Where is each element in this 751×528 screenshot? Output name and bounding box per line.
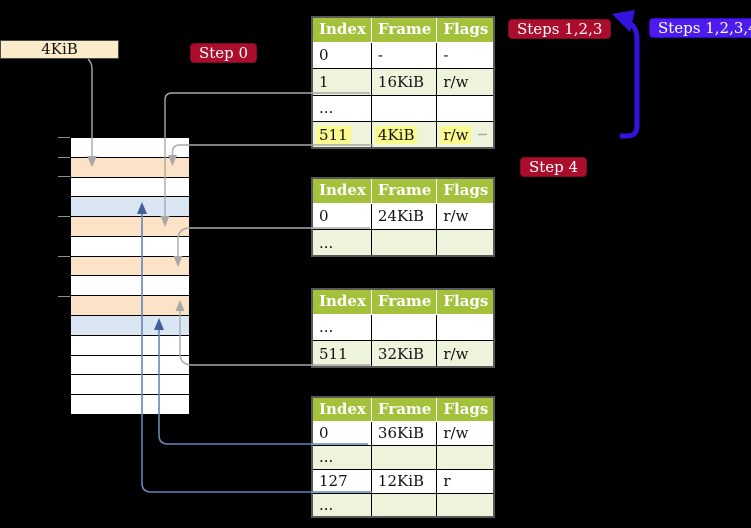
cell-flags (436, 492, 495, 518)
cell-frame: 12KiB (370, 468, 438, 494)
col-header-index: Index (311, 177, 372, 204)
cell-flags: - (436, 41, 495, 69)
highlighted-value: r/w (440, 125, 472, 144)
highlighted-value: 4KiB (374, 125, 418, 144)
table-row: ... (311, 444, 495, 470)
cell-flags: r/w (436, 340, 495, 368)
cell-frame (370, 444, 438, 470)
cell-frame: - (370, 41, 438, 69)
table-header-row: Index Frame Flags (311, 177, 495, 204)
step0-badge: Step 0 (190, 43, 258, 63)
col-header-index: Index (311, 396, 372, 422)
cell-index: ... (311, 313, 372, 341)
table-header-row: Index Frame Flags (311, 288, 495, 315)
cell-flags: r/w (436, 420, 495, 446)
memory-row-12-free (71, 375, 189, 396)
memory-row-9-page (71, 316, 189, 336)
memory-tick (58, 137, 70, 138)
cell-index: 1 (311, 68, 372, 96)
cell-flags (436, 444, 495, 470)
cell-index: 0 (311, 202, 372, 230)
page-table-level1: Index Frame Flags 0 36KiB r/w ... 127 12… (311, 396, 496, 518)
memory-tick (58, 157, 70, 158)
cell-flags (436, 94, 495, 122)
cell-flags: r/w (436, 202, 495, 230)
table-row: 1 16KiB r/w (311, 68, 495, 96)
memory-row-10-free (71, 335, 189, 356)
cell-frame (370, 492, 438, 518)
table-row: 127 12KiB r (311, 468, 495, 494)
cell-index: 0 (311, 41, 372, 69)
memory-row-13-free (71, 395, 189, 414)
memory-row-7-free (71, 276, 189, 297)
arrowhead-up-left (612, 10, 635, 32)
table-row: ... (311, 229, 495, 257)
cell-frame (370, 313, 438, 341)
cell-index: 511 (311, 340, 372, 368)
cell-flags (436, 229, 495, 257)
memory-row-4-table (71, 217, 189, 237)
memory-row-1-table (71, 157, 189, 178)
memory-row-5-free (71, 236, 189, 257)
table-row: ... (311, 313, 495, 341)
table-row: ... (311, 492, 495, 518)
cell-index: 127 (311, 468, 372, 494)
memory-tick (58, 176, 70, 177)
cell-frame: 32KiB (370, 340, 438, 368)
cell-index: ... (311, 444, 372, 470)
col-header-frame: Frame (370, 16, 438, 43)
table-address-label: 4KiB (0, 40, 119, 59)
table-row: 511 32KiB r/w (311, 340, 495, 368)
memory-tick (58, 216, 70, 217)
memory-row-11-free (71, 355, 189, 376)
cell-index: ... (311, 94, 372, 122)
table-header-row: Index Frame Flags (311, 16, 495, 43)
memory-tick (58, 296, 70, 297)
memory-row-0-free (71, 138, 189, 158)
cell-frame: 36KiB (370, 420, 438, 446)
col-header-index: Index (311, 16, 372, 43)
table-header-row: Index Frame Flags (311, 396, 495, 422)
col-header-flags: Flags (436, 396, 495, 422)
memory-row-2-free (71, 177, 189, 198)
recursive-loop-arrow (620, 20, 640, 139)
memory-row-3-page (71, 197, 189, 218)
steps123-badge: Steps 1,2,3 (508, 19, 612, 39)
page-table-level4: Index Frame Flags 0 - - 1 16KiB r/w ... … (311, 16, 496, 149)
memory-tick (58, 256, 70, 257)
cell-frame (370, 94, 438, 122)
page-table-level3: Index Frame Flags 0 24KiB r/w ... (311, 177, 496, 257)
table-row-recursive-entry: 511 4KiB r/w (311, 121, 495, 149)
step4-badge: Step 4 (520, 157, 588, 177)
cell-index: 0 (311, 420, 372, 446)
cell-flags: r/w (436, 68, 495, 96)
table-row: 0 36KiB r/w (311, 420, 495, 446)
memory-row-6-table (71, 256, 189, 277)
cell-flags (436, 313, 495, 341)
physical-memory (70, 137, 190, 415)
page-table-level2: Index Frame Flags ... 511 32KiB r/w (311, 288, 496, 368)
cell-frame: 24KiB (370, 202, 438, 230)
highlighted-value: 511 (316, 125, 351, 144)
col-header-frame: Frame (370, 288, 438, 315)
col-header-frame: Frame (370, 177, 438, 204)
cell-index: ... (311, 229, 372, 257)
memory-row-8-table (71, 296, 189, 317)
col-header-index: Index (311, 288, 372, 315)
col-header-flags: Flags (436, 16, 495, 43)
table-row: 0 24KiB r/w (311, 202, 495, 230)
col-header-frame: Frame (370, 396, 438, 422)
col-header-flags: Flags (436, 177, 495, 204)
cell-index: ... (311, 492, 372, 518)
cell-frame: 16KiB (370, 68, 438, 96)
cell-flags: r (436, 468, 495, 494)
table-row: 0 - - (311, 41, 495, 69)
table-row: ... (311, 94, 495, 122)
cell-frame (370, 229, 438, 257)
cell-index: 511 (311, 121, 372, 149)
steps1234-badge: Steps 1,2,3,4 (649, 18, 751, 38)
col-header-flags: Flags (436, 288, 495, 315)
cell-frame: 4KiB (370, 121, 438, 149)
cell-flags: r/w (436, 121, 495, 149)
